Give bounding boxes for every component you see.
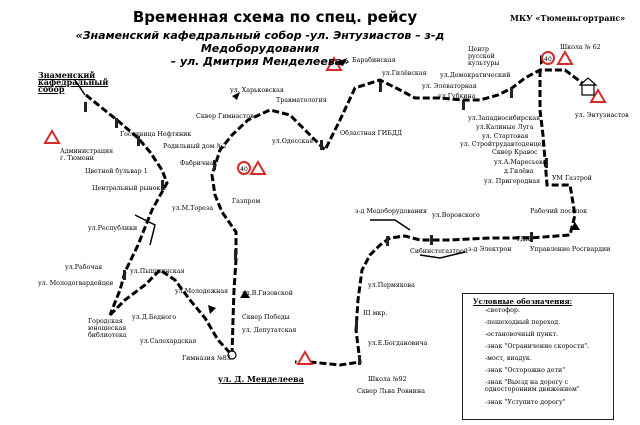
stop-prigorodnaya: ул. Пригородная [484, 178, 541, 185]
stop-bedny: ул.Д.Бедного [132, 314, 177, 321]
stop-gimnaziya: Гимназия №83 [182, 355, 231, 362]
stop-zapadnosibirskaya: ул.Западносибирская [468, 115, 541, 122]
stop-mendeleeva: ул. Д. Менделеева [218, 374, 304, 384]
stop-molodezhnaya: ул.Молодежная [175, 288, 229, 295]
stop-sibinstegazstroy: Сибинстегазтрой [410, 248, 468, 255]
stop-voroveskogo: ул.Воровского [432, 212, 480, 219]
stop-fabrichnaya: Фабричная [180, 160, 218, 167]
stop-tsentr-rynok: Центральный рынок 1 [92, 185, 167, 192]
legend-speed-limit: -знак "Ограничение скорости". [485, 343, 590, 350]
stop-rabochaya: ул.Рабочая [65, 264, 103, 271]
stop-gilevskaya: ул.Гилёвская [382, 70, 427, 77]
stop-elevatornaya: ул. Элеваторная [422, 83, 477, 90]
speed-limit-signs: 40 40 [237, 51, 555, 175]
speed-limit-text: 40 [240, 166, 248, 173]
legend-heading: Условные обозначения: [473, 297, 573, 306]
stop-startovaya: ул. Стартовая [482, 133, 529, 140]
stop-pyshminskaya: ул.Пышминская [130, 268, 185, 275]
map-subtitle: «Знаменский кафедральный собор -ул. Энту… [20, 29, 500, 68]
legend-traffic-light: -светофор. [485, 307, 520, 314]
stop-kharkovskaya: ул. Харьковская [230, 87, 284, 94]
speed-limit-text-2: 40 [544, 56, 552, 63]
stop-travmatologiya: Травматология [276, 97, 327, 104]
legend-stop: -остановочный пункт. [485, 331, 559, 338]
stop-kalinin: ул.Калиные Луга [476, 124, 534, 131]
stop-tsvetnoy: Цветной бульвар 1 [85, 168, 148, 175]
stop-upravlenie: Управление Росгвардии [530, 246, 611, 253]
terminal-building-icon [578, 77, 598, 96]
stop-znamensky: Знаменский кафедральный собор [38, 70, 109, 94]
stop-um-gaztroy: УМ Газтрой [552, 175, 592, 182]
legend-bridge: -мост, виадук. [485, 355, 532, 362]
stop-gorodskaya: Городская юношеская библиотека [88, 318, 127, 339]
stop-d-gileva: д.Гилёва [504, 168, 534, 175]
stop-permyakova: ул.Пермякова [368, 282, 415, 289]
stop-barabinskaya: Барабинская [352, 57, 396, 64]
legend-box: Условные обозначения: -светофор. -пешехо… [462, 293, 614, 420]
stop-deputatskaya: ул. Депутатская [242, 327, 297, 334]
stop-gostinitsa: Гостиница Нефтяник [120, 131, 192, 138]
stop-shh-mkr: III мкр. [363, 310, 388, 317]
stop-sobre-kravo: Сквер Кравос [492, 149, 538, 156]
stop-v-gizovskoy: ул.В.Гизовской [242, 290, 293, 297]
stop-respubliki: ул.Республики [88, 225, 138, 232]
stop-e-bogdanovicha: ул.Е.Богдановича [368, 340, 428, 347]
stop-a-mareseva: ул.А.Маресьева [494, 159, 547, 166]
stop-odesskaya: ул.Одесская [272, 138, 314, 145]
stop-zd-elektron: з-д Электрон [468, 246, 512, 253]
legend-one-way: -знак "Выезд на дорогу с односторонним д… [485, 379, 580, 393]
subtitle-line-1: «Знаменский кафедральный собор -ул. Энту… [75, 29, 445, 55]
traffic-lights [84, 82, 548, 365]
stop-rabochiy-posyolok: Рабочий поселок [530, 208, 588, 215]
stop-skver-gimnastov: Сквер Гимнастов [196, 113, 254, 120]
stop-demokraticheskaya: ул.Демократический [440, 72, 511, 79]
stop-tdk: ТДК [516, 236, 531, 243]
organization-label: МКУ «Тюменьгортранс» [510, 13, 626, 23]
legend-children: -знак "Осторожно дети" [485, 367, 566, 374]
warning-signs [43, 50, 607, 365]
stop-zd-medoborudovaniya: з-д Медоборудования [355, 208, 427, 215]
map-title: Временная схема по спец. рейсу [132, 8, 418, 26]
stop-tsentr-kultury: Центр русской культуры [468, 46, 500, 67]
stop-entuziastov: ул. Энтузиастов [575, 112, 629, 119]
route-branches [74, 79, 466, 259]
stop-skver-rovnina: Сквер Льва Ровнина [357, 388, 425, 395]
legend-give-way: -знак "Уступите дорогу" [485, 399, 566, 406]
stop-shkola62: Школа № 62 [560, 44, 601, 51]
stop-rodilny: Родильный дом №2 [163, 143, 227, 150]
terminal-stop-icon [227, 350, 237, 360]
stop-m-toreza: ул.М.Тореза [172, 205, 214, 212]
stop-shkola92: Школа №92 [368, 376, 407, 383]
stop-salekhardskaya: ул.Салехардская [140, 338, 197, 345]
stop-gubkina: ул.Губкина [438, 93, 476, 100]
legend-crosswalk: -пешеходный переход. [485, 319, 561, 326]
stop-gazprom: Газпром [232, 198, 261, 205]
stop-molodogvardeyskaya: ул. Молодогвардейцев [38, 280, 114, 287]
stop-administratsiya: Администрация г. Тюмени [60, 148, 114, 162]
stop-gibdd: Областная ГИБДД [340, 130, 403, 137]
stop-skver-pobedy: Сквер Победы [242, 314, 290, 321]
stop-stroiteley: ул. Стройтрудавтоденцев [460, 141, 545, 148]
subtitle-line-2: – ул. Дмитрия Менделеева» [170, 55, 350, 68]
